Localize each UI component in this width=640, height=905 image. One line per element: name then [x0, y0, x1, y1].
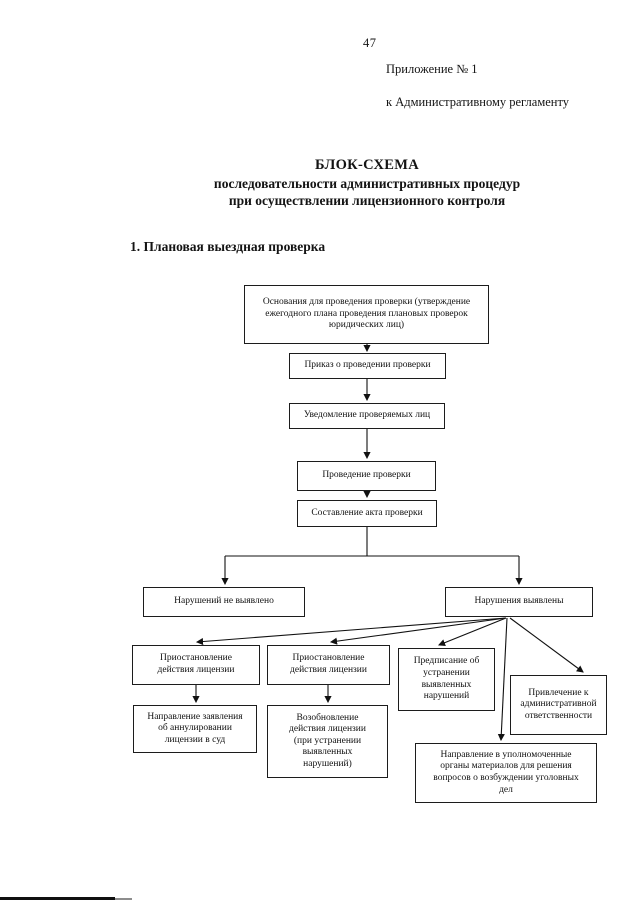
- arrow-violations-to-admin-liability: [509, 617, 584, 673]
- appendix-line-2: к Административному регламенту: [386, 95, 570, 109]
- title-line-2: последовательности административных проц…: [213, 175, 521, 191]
- flowchart-box-act: Составление акта проверки: [297, 500, 437, 527]
- flowchart-box-grounds: Основания для проведения проверки (утвер…: [244, 285, 489, 344]
- page-number: 47: [363, 36, 377, 50]
- flowchart-box-violations: Нарушения выявлены: [445, 587, 593, 617]
- flowchart-box-admin-liability: Привлечение к административной ответстве…: [510, 675, 607, 735]
- flowchart-box-suspend-left: Приостановление действия лицензии: [132, 645, 260, 685]
- title-line-3: при осуществлении лицензионного контроля: [228, 192, 506, 208]
- title-block: БЛОК-СХЕМА последовательности администра…: [97, 156, 637, 209]
- flowchart-box-notification: Уведомление проверяемых лиц: [289, 403, 445, 429]
- flowchart-box-prescription: Предписание об устранении выявленных нар…: [398, 648, 495, 711]
- flowchart-box-conduct: Проведение проверки: [297, 461, 436, 491]
- arrow-violations-to-prescription: [438, 617, 507, 647]
- flowchart-box-criminal-referral: Направление в уполномоченные органы мате…: [415, 743, 597, 803]
- title-line-1: БЛОК-СХЕМА: [314, 157, 420, 173]
- flowchart-box-no-violations: Нарушений не выявлено: [143, 587, 305, 617]
- section-heading: 1. Плановая выездная проверка: [130, 239, 326, 254]
- arrow-violations-to-criminal-referral: [497, 617, 508, 742]
- appendix-line-1: Приложение № 1: [386, 62, 478, 76]
- footnote-rule: [0, 897, 115, 900]
- flowchart-box-suspend-right: Приостановление действия лицензии: [267, 645, 390, 685]
- footnote-rule-tail: [115, 898, 132, 900]
- flowchart-box-order: Приказ о проведении проверки: [289, 353, 446, 379]
- arrow-violations-to-suspend-left: [195, 617, 507, 646]
- flowchart-box-resume-license: Возобновление действия лицензии (при уст…: [267, 705, 388, 778]
- flowchart-box-court-annulment: Направление заявления об аннулировании л…: [133, 705, 257, 753]
- arrow-violations-to-suspend-right: [329, 617, 507, 645]
